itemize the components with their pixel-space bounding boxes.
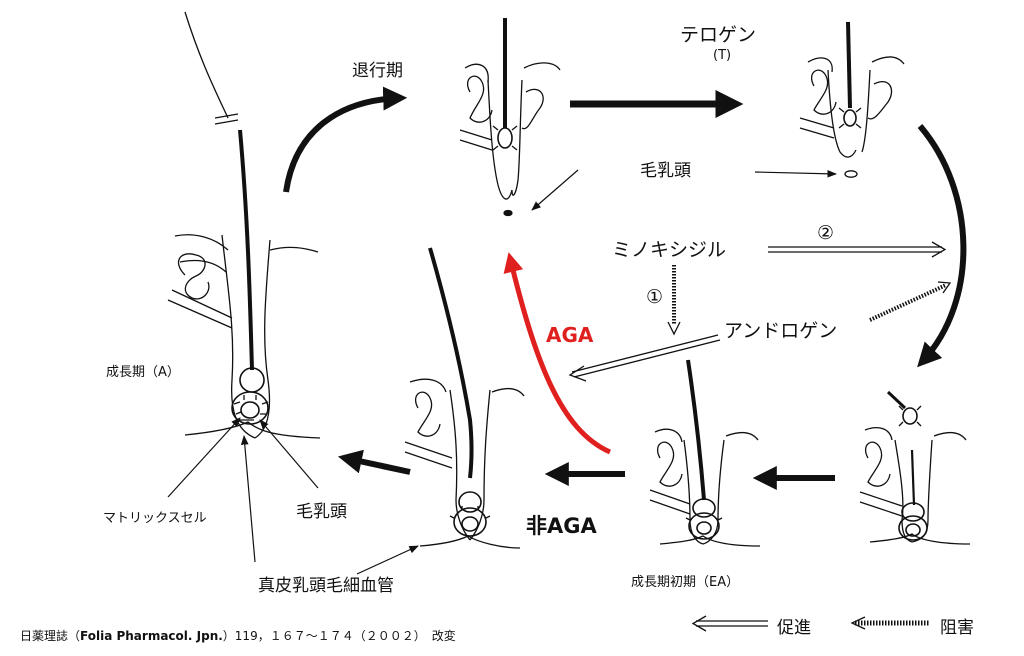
citation-suffix: ）119，１６７〜１７４（２００２） 改変 bbox=[222, 629, 456, 643]
follicle-catagen bbox=[459, 18, 561, 217]
pointer-capillary-anagen bbox=[240, 435, 256, 563]
label-telogen: テロゲン bbox=[680, 24, 757, 46]
label-androgen: アンドロゲン bbox=[724, 320, 838, 342]
legend-promote-arrow bbox=[691, 615, 768, 632]
label-non-aga: 非AGA bbox=[526, 514, 597, 538]
promote-arrow-minoxidil-telogen bbox=[768, 241, 947, 258]
citation: 日薬理誌（Folia Pharmacol. Jpn.）119，１６７〜１７４（２… bbox=[20, 627, 456, 644]
follicle-new-anagen bbox=[859, 390, 971, 545]
pointer-capillary-non-aga bbox=[356, 545, 419, 575]
label-route-1: ① bbox=[646, 286, 664, 308]
legend-inhibit-arrow bbox=[850, 616, 930, 630]
follicle-early-anagen bbox=[649, 359, 761, 547]
pointer-papilla-catagen bbox=[531, 169, 579, 211]
legend-promote-label: 促進 bbox=[777, 618, 811, 638]
aga-arrow bbox=[503, 252, 612, 455]
legend-inhibit-label: 阻害 bbox=[940, 618, 974, 638]
pointer-papilla-anagen bbox=[259, 419, 319, 489]
citation-prefix: 日薬理誌（ bbox=[20, 629, 81, 643]
follicle-anagen bbox=[167, 11, 321, 439]
label-early-anagen: 成長期初期（EA） bbox=[631, 575, 740, 590]
label-aga: AGA bbox=[546, 323, 594, 347]
arrow-telogen-to-new-anagen bbox=[917, 124, 967, 368]
label-dermal-papilla-top: 毛乳頭 bbox=[640, 161, 691, 181]
inhibit-arrow-androgen-telogen bbox=[869, 281, 952, 322]
inhibit-arrow-minoxidil-androgen bbox=[667, 265, 681, 336]
arrow-anagen-to-catagen bbox=[283, 86, 408, 193]
label-route-2: ② bbox=[817, 222, 835, 244]
arrow-non-aga-to-anagen bbox=[337, 449, 411, 475]
promote-arrow-androgen-aga bbox=[568, 334, 721, 382]
label-capillary: 真皮乳頭毛細血管 bbox=[258, 576, 394, 596]
label-minoxidil: ミノキシジル bbox=[612, 239, 727, 261]
citation-journal: Folia Pharmacol. Jpn. bbox=[80, 629, 223, 643]
follicle-non-aga bbox=[404, 247, 525, 549]
label-dermal-papilla-bottom: 毛乳頭 bbox=[296, 502, 347, 522]
follicle-telogen bbox=[799, 21, 905, 178]
label-anagen: 成長期（A） bbox=[106, 365, 180, 380]
label-telogen-code: (T) bbox=[713, 48, 732, 63]
label-matrix-cell: マトリックスセル bbox=[103, 511, 207, 526]
label-catagen: 退行期 bbox=[352, 61, 403, 81]
pointer-matrix-cell bbox=[167, 417, 241, 498]
pointer-papilla-telogen bbox=[754, 169, 837, 178]
